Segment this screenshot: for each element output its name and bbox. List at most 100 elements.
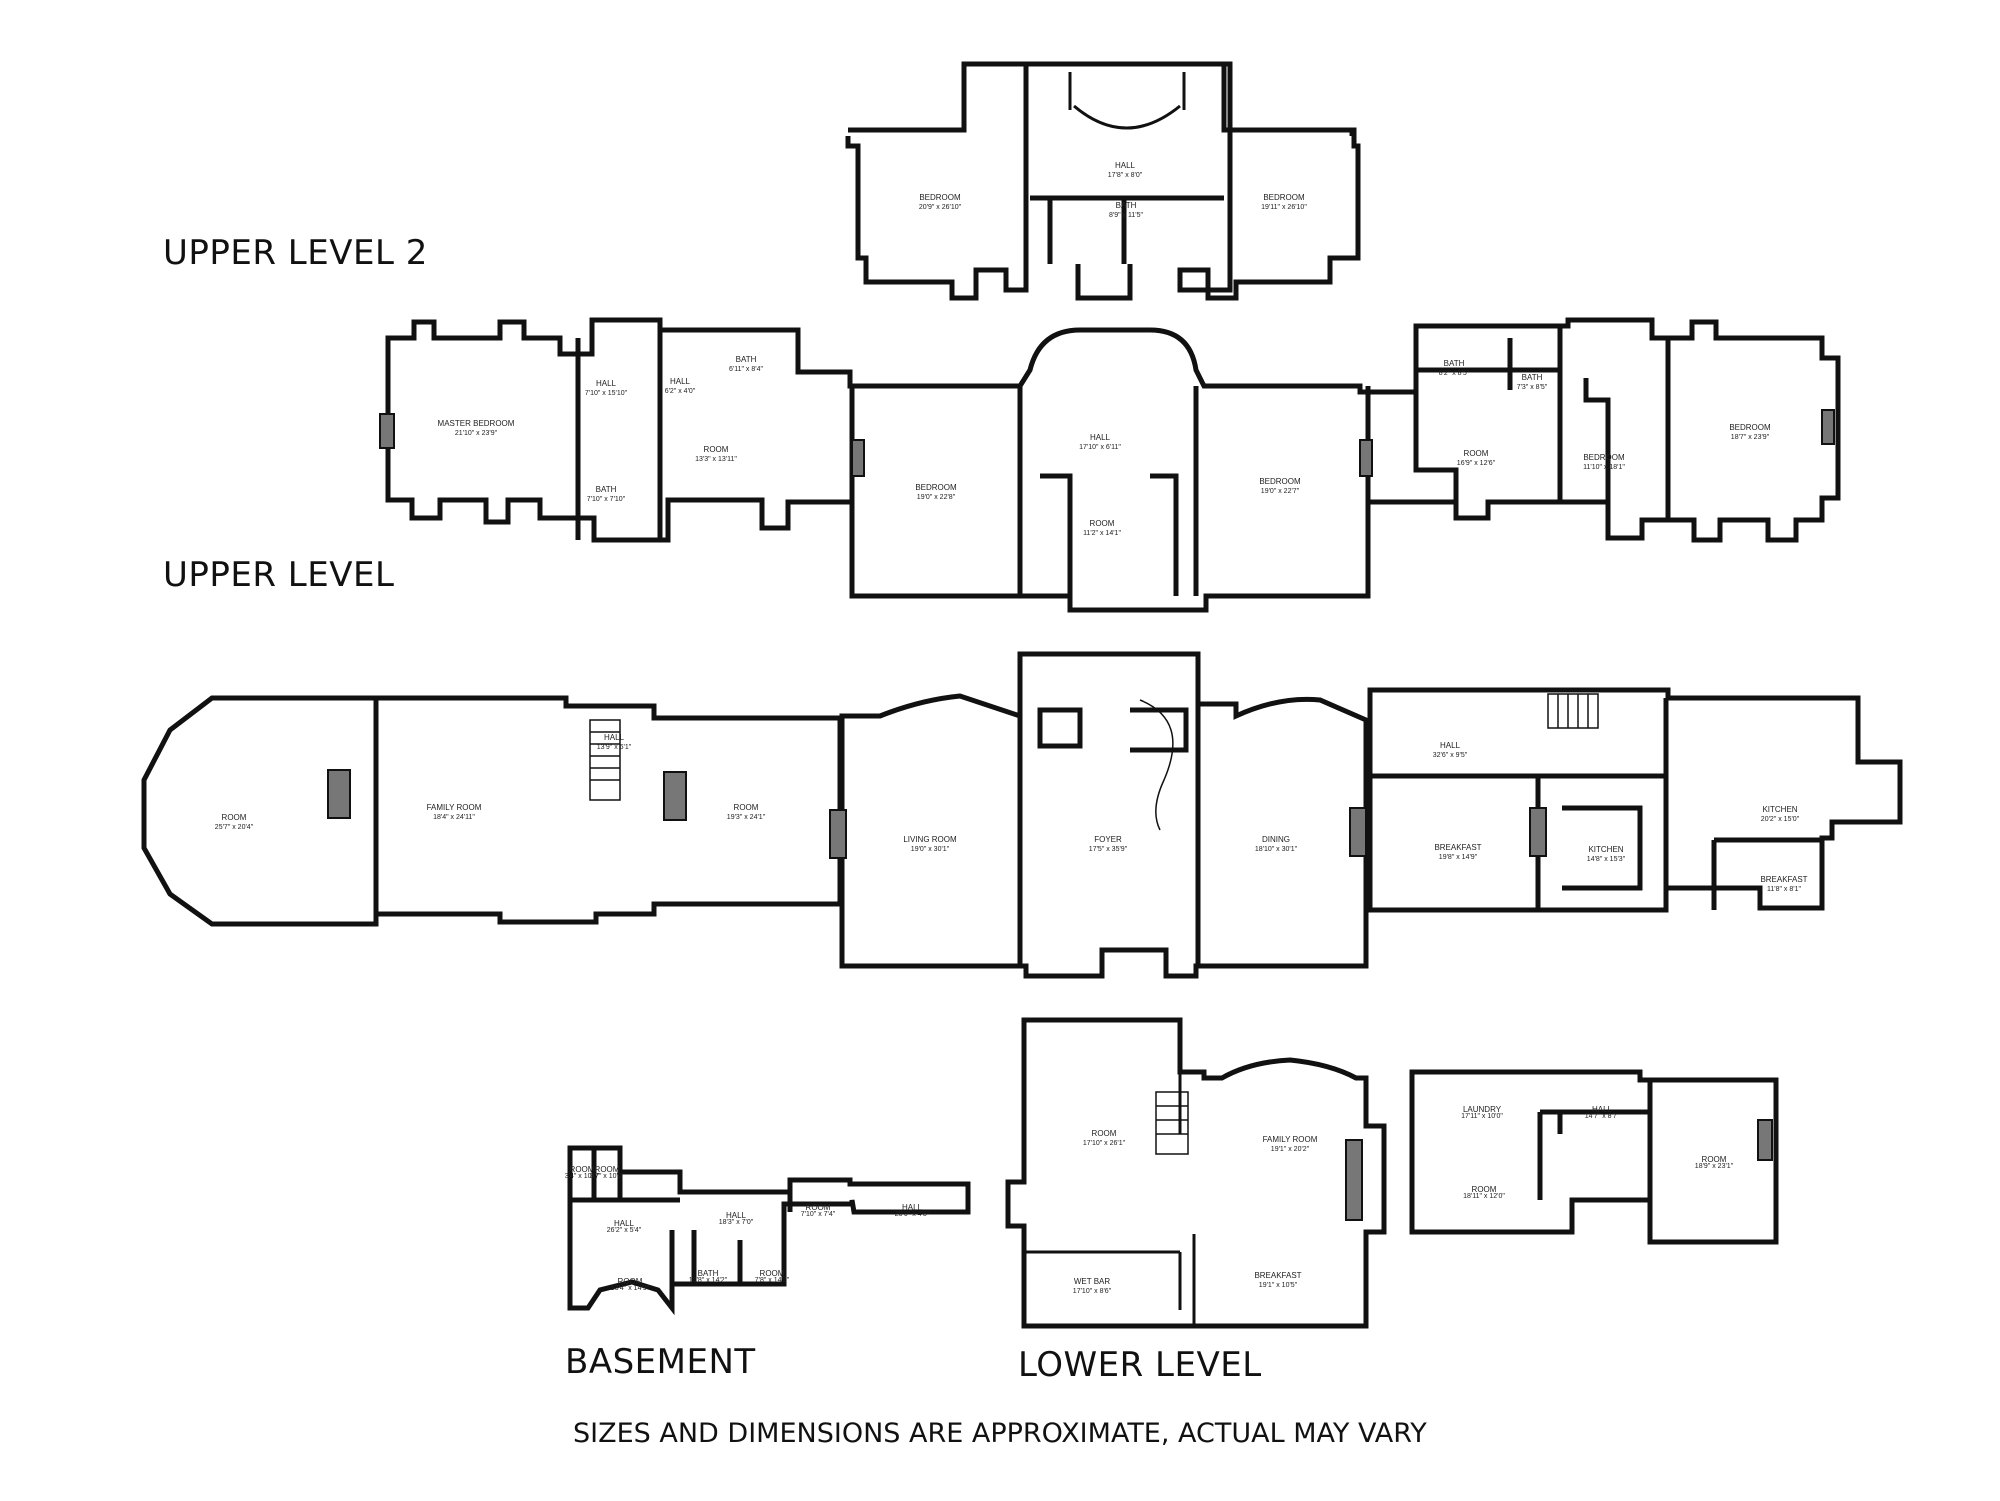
- room-dimension-label: 17'5" x 35'9": [1089, 846, 1128, 853]
- room-dimension-label: 18'4" x 24'11": [433, 814, 475, 821]
- room-name-label: HALL: [596, 379, 617, 388]
- room-dimension-label: 18'10" x 30'1": [1255, 846, 1298, 853]
- room-name-label: DINING: [1262, 835, 1290, 844]
- room-name-label: BEDROOM: [1583, 453, 1625, 462]
- fireplace: [851, 439, 865, 477]
- room-dimension-label: 17'8" x 8'0": [1108, 172, 1143, 179]
- room-name-label: ROOM: [1092, 1129, 1117, 1138]
- main-level-room-octagon: [141, 695, 379, 927]
- room-dimension-label: 19'1" x 20'2": [1271, 1146, 1310, 1153]
- room-name-label: BATH: [698, 1269, 719, 1278]
- room-name-label: ROOM: [1090, 519, 1115, 528]
- room-name-label: BEDROOM: [1259, 477, 1301, 486]
- upper-level-2-outline: [845, 61, 1361, 301]
- fireplace: [1349, 807, 1367, 857]
- room-dimension-label: 3'4" x 10'0": [565, 1173, 600, 1180]
- upper-level-2-stair-curve: [1068, 72, 1186, 130]
- fireplace: [663, 771, 687, 821]
- room-dimension-label: 13'3" x 13'11": [695, 456, 737, 463]
- room-name-label: LAUNDRY: [1463, 1105, 1502, 1114]
- basement-inner-walls: [570, 1148, 793, 1284]
- room-name-label: LIVING ROOM: [903, 835, 957, 844]
- main-level-center: [839, 651, 1369, 979]
- room-dimension-label: 14'8" x 15'3": [1587, 856, 1626, 863]
- room-name-label: HALL: [614, 1219, 635, 1228]
- room-name-label: ROOM: [618, 1277, 643, 1286]
- room-dimension-label: 19'0" x 30'1": [911, 846, 950, 853]
- room-dimension-label: 10'8" x 14'2": [689, 1277, 728, 1284]
- room-dimension-label: 8'2" x 8'5": [1439, 370, 1470, 377]
- room-dimension-label: 21'10" x 23'9": [455, 430, 498, 437]
- room-name-label: BATH: [596, 485, 617, 494]
- room-dimension-label: 11'8" x 8'1": [1767, 886, 1801, 893]
- room-labels: BEDROOM 20'9" x 26'10" HALL 17'8" x 8'0" BAT…: [215, 161, 1808, 1295]
- room-dimension-label: 17'10" x 6'11": [1079, 444, 1121, 451]
- upper-level-outline: [385, 317, 1841, 613]
- upper-level-2-bath-walls: [1030, 195, 1224, 301]
- room-name-label: ROOM: [734, 803, 759, 812]
- room-name-label: HALL: [726, 1211, 747, 1220]
- room-name-label: HALL: [1090, 433, 1111, 442]
- room-dimension-label: 19'11" x 26'10": [1261, 204, 1307, 211]
- room-dimension-label: 18'7" x 23'9": [1731, 434, 1770, 441]
- main-level-outline: [373, 695, 843, 925]
- room-dimension-label: 11'2" x 14'1": [1083, 530, 1121, 537]
- room-dimension-label: 18'11" x 12'0": [1463, 1193, 1505, 1200]
- main-level-right-walls: [1370, 698, 1822, 910]
- room-name-label: BREAKFAST: [1434, 843, 1481, 852]
- room-dimension-label: 7'3" x 8'5": [1517, 384, 1548, 391]
- room-dimension-label: 3'7" x 10'0": [590, 1173, 625, 1180]
- basement-outline: [567, 1145, 971, 1316]
- room-name-label: BATH: [736, 355, 757, 364]
- room-dimension-label: 13'9" x 6'1": [597, 744, 632, 751]
- upper-level-label: UPPER LEVEL: [163, 555, 395, 595]
- lower-level-inner-walls: [1024, 1072, 1196, 1326]
- room-name-label: WET BAR: [1074, 1277, 1111, 1286]
- room-dimension-label: 20'2" x 15'0": [1761, 816, 1800, 823]
- main-level-center-walls: [1017, 704, 1201, 966]
- room-dimension-label: 8'9" x 11'5": [1109, 212, 1143, 219]
- room-dimension-label: 19'3" x 24'1": [727, 814, 766, 821]
- fireplace: [1359, 439, 1373, 477]
- room-dimension-label: 20'0" x 4'8": [895, 1211, 930, 1218]
- room-dimension-label: 7'10" x 7'4": [801, 1211, 836, 1218]
- staircase: [1155, 1091, 1189, 1155]
- staircase: [1139, 699, 1174, 831]
- room-dimension-label: 7'10" x 7'10": [587, 496, 626, 503]
- room-dimension-label: 19'0" x 22'8": [917, 494, 956, 501]
- staircase: [1547, 693, 1599, 729]
- basement-label: BASEMENT: [565, 1342, 756, 1382]
- room-name-label: FAMILY ROOM: [1263, 1135, 1318, 1144]
- room-name-label: BATH: [1116, 201, 1137, 210]
- room-dimension-label: 25'7" x 20'4": [215, 824, 254, 831]
- main-level-right-wing: [1367, 687, 1903, 913]
- room-dimension-label: 7'10" x 15'10": [585, 390, 628, 397]
- upper-level-2-label: UPPER LEVEL 2: [163, 233, 428, 273]
- room-name-label: BEDROOM: [1729, 423, 1771, 432]
- room-dimension-label: 18'3" x 7'0": [719, 1219, 754, 1226]
- staircase: [589, 719, 621, 801]
- room-name-label: HALL: [1440, 741, 1461, 750]
- room-name-label: ROOM: [570, 1165, 595, 1174]
- room-name-label: ROOM: [704, 445, 729, 454]
- room-dimension-label: 6'2" x 4'0": [665, 388, 696, 395]
- room-dimension-label: 17'10" x 26'1": [1083, 1140, 1126, 1147]
- room-name-label: HALL: [902, 1203, 923, 1212]
- room-dimension-label: 20'9" x 26'10": [919, 204, 962, 211]
- fireplace: [1529, 807, 1547, 857]
- room-dimension-label: 18'9" x 23'1": [1695, 1163, 1734, 1170]
- room-dimension-label: 32'6" x 9'5": [1433, 752, 1468, 759]
- room-name-label: BEDROOM: [915, 483, 957, 492]
- fireplace: [1821, 409, 1835, 445]
- room-dimension-label: 26'2" x 5'4": [607, 1227, 642, 1234]
- lower-level-label: LOWER LEVEL: [1018, 1345, 1262, 1385]
- room-name-label: BATH: [1444, 359, 1465, 368]
- room-dimension-label: 13'4" x 14'9": [611, 1285, 650, 1292]
- fireplace: [327, 769, 351, 819]
- room-name-label: KITCHEN: [1762, 805, 1797, 814]
- upper-level-inner-walls: [575, 326, 1671, 596]
- room-name-label: ROOM: [595, 1165, 620, 1174]
- room-name-label: MASTER BEDROOM: [438, 419, 515, 428]
- room-name-label: BATH: [1522, 373, 1543, 382]
- room-name-label: ROOM: [806, 1203, 831, 1212]
